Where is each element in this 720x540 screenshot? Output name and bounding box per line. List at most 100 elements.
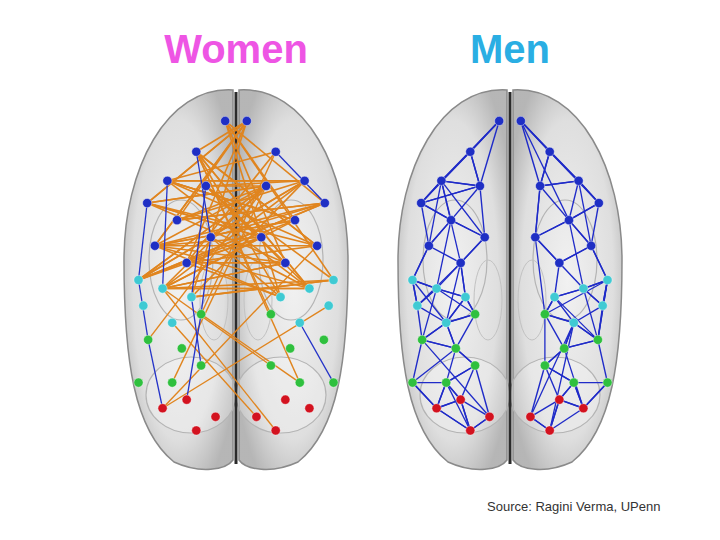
inner-structure <box>510 357 600 433</box>
region-dot <box>276 293 285 302</box>
region-dot <box>290 216 299 225</box>
connection-line <box>521 121 550 152</box>
connection-line <box>540 181 579 186</box>
connection-line <box>441 181 480 186</box>
region-dot <box>192 147 201 156</box>
region-dot <box>432 404 441 413</box>
connection-line <box>461 263 466 297</box>
region-dot <box>437 176 446 185</box>
connection-line <box>163 246 318 408</box>
region-dot <box>143 198 152 207</box>
connection-line <box>172 323 256 417</box>
region-dot <box>252 412 261 421</box>
connection-line <box>196 152 300 383</box>
region-dot <box>329 275 338 284</box>
connection-line <box>544 314 545 365</box>
connection-line <box>564 348 583 408</box>
inner-structure <box>474 260 502 340</box>
region-dot <box>139 301 148 310</box>
connection-line <box>559 246 591 263</box>
connection-line <box>441 121 499 181</box>
region-dot <box>182 395 191 404</box>
panel-title: Men <box>470 27 550 71</box>
connection-line <box>535 220 569 237</box>
connection-line <box>470 121 499 152</box>
connection-line <box>530 323 573 417</box>
connection-line <box>550 408 584 430</box>
connection-line <box>412 246 428 280</box>
region-dot <box>134 275 143 284</box>
connection-line <box>422 340 456 349</box>
region-dot <box>432 284 441 293</box>
region-dot <box>300 176 309 185</box>
connection-line <box>535 237 545 314</box>
region-dot <box>158 284 167 293</box>
region-dot <box>266 361 275 370</box>
region-dot <box>163 176 172 185</box>
connection-line <box>456 314 475 348</box>
connection-line <box>583 383 607 409</box>
connection-line <box>167 180 304 182</box>
region-dot <box>471 361 480 370</box>
region-dot <box>456 258 465 267</box>
connection-line <box>437 408 471 430</box>
region-dot <box>531 233 540 242</box>
connection-line <box>540 181 579 186</box>
connection-line <box>421 203 429 246</box>
region-dot <box>257 233 266 242</box>
region-dot <box>587 241 596 250</box>
region-dot <box>320 198 329 207</box>
region-dot <box>261 181 270 190</box>
connection-line <box>470 152 480 186</box>
region-dot <box>305 404 314 413</box>
connection-line <box>187 152 276 263</box>
region-dot <box>281 395 290 404</box>
region-dot <box>574 176 583 185</box>
region-dot <box>211 412 220 421</box>
region-dot <box>144 335 153 344</box>
region-dot <box>446 216 455 225</box>
region-dot <box>168 318 177 327</box>
region-dot <box>560 344 569 353</box>
region-dot <box>418 335 427 344</box>
connection-line <box>461 237 485 263</box>
region-dot <box>408 378 417 387</box>
region-dot <box>466 426 475 435</box>
connection-line <box>461 237 485 263</box>
region-dot <box>201 181 210 190</box>
region-dot <box>305 284 314 293</box>
region-dot <box>461 293 470 302</box>
region-dot <box>177 344 186 353</box>
source-note: Source: Ragini Verma, UPenn <box>487 500 660 514</box>
connection-line <box>540 186 569 220</box>
connection-line <box>191 186 205 297</box>
region-dot <box>451 344 460 353</box>
connection-line <box>461 263 466 297</box>
connection-line <box>545 280 608 314</box>
connection-line <box>429 181 442 246</box>
region-dot <box>480 233 489 242</box>
midline <box>509 92 512 464</box>
region-dot <box>526 412 535 421</box>
region-dot <box>417 198 426 207</box>
region-dot <box>442 318 451 327</box>
region-dot <box>603 378 612 387</box>
connection-line <box>535 237 559 263</box>
region-dot <box>540 361 549 370</box>
region-dot <box>495 116 504 125</box>
connection-line <box>300 323 334 383</box>
connection-line <box>191 297 201 365</box>
connection-network <box>408 116 612 435</box>
region-dot <box>197 310 206 319</box>
region-dot <box>281 258 290 267</box>
region-dot <box>319 335 328 344</box>
connection-line <box>545 314 564 348</box>
connection-line <box>417 306 422 340</box>
connection-line <box>187 314 201 400</box>
connection-line <box>211 237 310 288</box>
region-dot <box>150 241 159 250</box>
region-dot <box>593 335 602 344</box>
connection-line <box>163 288 310 290</box>
connection-line <box>172 186 266 383</box>
connection-line <box>429 246 461 263</box>
